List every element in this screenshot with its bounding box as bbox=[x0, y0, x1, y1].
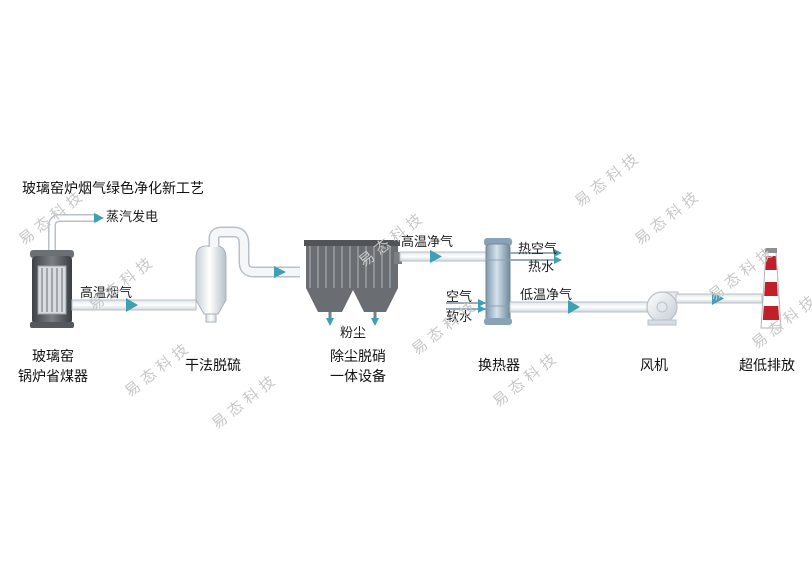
economizer-caption: 玻璃窑 锅炉省煤器 bbox=[18, 347, 88, 387]
flue-gas-pipe-1 bbox=[71, 298, 197, 312]
dust-label: 粉尘 bbox=[340, 326, 367, 341]
high-temp-clean-gas-label: 高温净气 bbox=[401, 235, 454, 250]
dust-denitration-caption: 除尘脱硝 一体设备 bbox=[318, 347, 398, 387]
economizer bbox=[30, 213, 104, 328]
hot-water-label: 热水 bbox=[528, 260, 555, 275]
fan-caption: 风机 bbox=[640, 358, 668, 374]
desulfurizer-caption: 干法脱硫 bbox=[185, 358, 241, 374]
air-label: 空气 bbox=[446, 290, 473, 305]
stack bbox=[760, 248, 782, 329]
economizer-caption-line-2: 锅炉省煤器 bbox=[18, 369, 88, 385]
heat-exchanger bbox=[446, 238, 562, 325]
heat-exchanger-caption: 换热器 bbox=[478, 358, 520, 374]
dust-denitration-caption-line-1: 除尘脱硝 bbox=[330, 349, 386, 365]
stack-caption: 超低排放 bbox=[739, 358, 795, 374]
exhaust-pipe bbox=[675, 292, 763, 305]
dust-arrow-1 bbox=[326, 318, 334, 326]
steam-power-label: 蒸汽发电 bbox=[106, 210, 159, 225]
low-temp-clean-gas-label: 低温净气 bbox=[520, 288, 573, 303]
soft-water-label: 软水 bbox=[446, 310, 473, 325]
dust-arrow-2 bbox=[371, 318, 379, 326]
clean-gas-pipe-1 bbox=[399, 250, 487, 263]
dust-denitration-unit bbox=[304, 240, 402, 326]
hot-air-label: 热空气 bbox=[518, 242, 558, 257]
desulfurizer bbox=[195, 226, 300, 323]
dust-denitration-caption-line-2: 一体设备 bbox=[330, 369, 386, 385]
diagram-title: 玻璃窑炉烟气绿色净化新工艺 bbox=[22, 181, 204, 197]
high-temp-flue-gas-label: 高温烟气 bbox=[80, 286, 133, 301]
economizer-caption-line-1: 玻璃窑 bbox=[32, 349, 74, 365]
steam-arrow bbox=[94, 213, 104, 223]
fan bbox=[646, 291, 679, 326]
